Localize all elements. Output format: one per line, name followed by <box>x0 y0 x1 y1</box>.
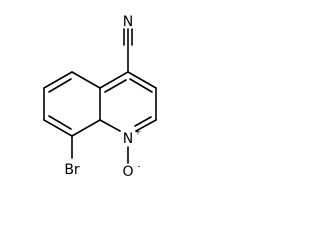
atom-label-nitrile-n: N <box>123 14 133 30</box>
bond-c2-n1 <box>135 119 157 132</box>
bond-c4-c3 <box>127 71 157 89</box>
bond-c4-c3-inner <box>129 78 153 93</box>
bond-c5-c6 <box>43 71 73 89</box>
nitrile-group <box>123 28 133 73</box>
bond-c8-c8a <box>71 119 101 137</box>
bond-c4a-c4-inner <box>104 79 127 93</box>
molecule-diagram: N N + Br O - <box>43 14 157 180</box>
bond-c7-c8 <box>43 119 73 137</box>
bond-c4a-c5 <box>71 71 101 89</box>
atom-label-bromine: Br <box>64 162 80 178</box>
bond-c5-c6-inner <box>48 78 72 93</box>
atom-label-ring-n: N <box>123 131 133 147</box>
bond-c7-c8-inner <box>48 115 72 130</box>
bond-n1-c8a <box>99 119 121 132</box>
bond-c4a-c4 <box>99 71 129 89</box>
atom-label-oxide-o: O <box>122 164 133 180</box>
pyridine-ring <box>99 71 157 132</box>
charge-minus: - <box>138 162 141 171</box>
charge-plus: + <box>135 128 142 137</box>
benzene-ring <box>43 71 101 137</box>
bond-c2-n1-inner <box>134 116 152 127</box>
